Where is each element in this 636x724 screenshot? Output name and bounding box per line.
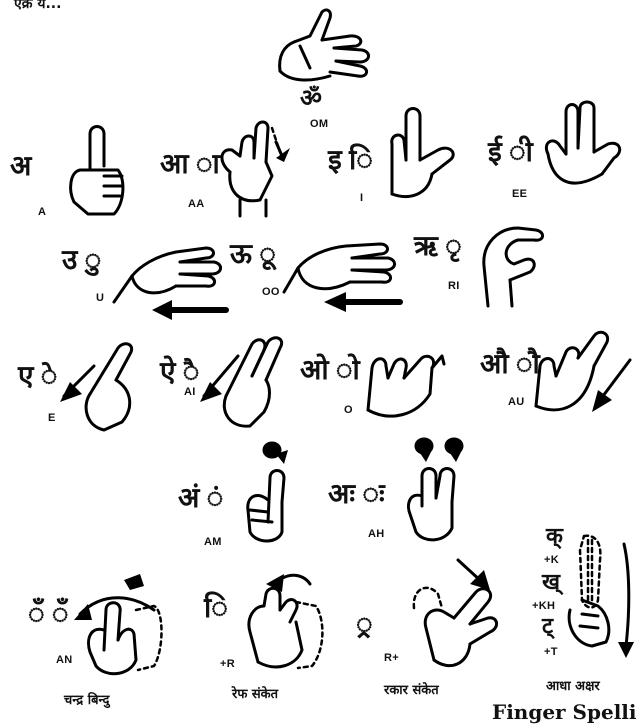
ri-devanagari: ऋ ृ <box>414 232 462 260</box>
r-plus-hand-sign <box>236 562 332 674</box>
a-devanagari: अ <box>10 152 31 180</box>
am-latin: AM <box>204 536 222 548</box>
ai-latin: AI <box>184 386 196 398</box>
om-hand-sign <box>270 6 380 86</box>
am-devanagari: अं ं <box>178 484 223 512</box>
half-latin-1: +K <box>544 554 559 566</box>
au-hand-sign <box>530 326 634 416</box>
plus-r-caption: रकार संकेत <box>384 680 439 698</box>
half-hand-sign <box>562 530 634 660</box>
u-devanagari: उ ु <box>62 246 101 274</box>
r-plus-devanagari: ि <box>204 594 228 622</box>
o-devanagari: ओ ो <box>300 356 360 384</box>
ah-latin: AH <box>368 528 385 540</box>
i-hand-sign <box>378 104 468 204</box>
oo-motion-arrow <box>322 290 404 314</box>
half-latin-3: +T <box>544 646 558 658</box>
u-motion-arrow <box>150 298 230 322</box>
an-latin: AN <box>56 654 73 666</box>
ai-devanagari: ऐ ै <box>160 358 199 386</box>
plus-r-devanagari: ्र <box>356 610 373 638</box>
r-plus-latin: +R <box>220 658 235 670</box>
header-fragment: एक्र य... <box>14 0 61 13</box>
e-devanagari: ए े <box>18 362 57 390</box>
u-hand-sign <box>110 236 230 306</box>
half-devanagari-3: ट् <box>542 616 553 638</box>
u-latin: U <box>96 292 104 304</box>
plus-r-latin: R+ <box>384 652 399 664</box>
ah-hand-sign <box>396 436 476 546</box>
om-latin: OM <box>310 118 328 130</box>
ee-latin: EE <box>512 188 527 200</box>
half-devanagari-2: ख् <box>542 572 560 594</box>
aa-latin: AA <box>188 198 205 210</box>
au-latin: AU <box>508 396 525 408</box>
ee-devanagari: ई ी <box>488 138 533 166</box>
r-plus-caption: रेफ संकेत <box>232 684 278 702</box>
i-devanagari: इ ि <box>328 146 373 174</box>
footer-text: Finger Spellin <box>492 700 636 724</box>
am-hand-sign <box>232 440 296 548</box>
half-latin-2: +KH <box>532 600 555 612</box>
e-hand-sign <box>60 336 144 436</box>
ai-hand-sign <box>200 330 290 434</box>
plus-r-hand-sign <box>404 548 514 678</box>
ri-hand-sign <box>474 220 554 310</box>
an-caption: चन्द्र बिन्दु <box>64 690 109 708</box>
o-hand-sign <box>360 344 450 424</box>
a-hand-sign <box>60 120 132 220</box>
an-devanagari: ँ ँ <box>28 600 69 628</box>
an-hand-sign <box>74 570 170 682</box>
oo-latin: OO <box>262 286 280 298</box>
om-devanagari: ॐ <box>300 86 322 110</box>
half-devanagari-1: क् <box>546 526 563 548</box>
half-caption: आधा अक्षर <box>546 676 600 694</box>
a-latin: A <box>38 206 46 218</box>
oo-devanagari: ऊ ू <box>230 240 276 268</box>
o-latin: O <box>344 404 353 416</box>
ee-hand-sign <box>538 98 628 204</box>
e-latin: E <box>48 412 56 424</box>
i-latin: I <box>360 192 363 204</box>
ah-devanagari: अः ः <box>328 480 385 508</box>
ri-latin: RI <box>448 280 460 292</box>
aa-hand-sign <box>210 112 300 220</box>
